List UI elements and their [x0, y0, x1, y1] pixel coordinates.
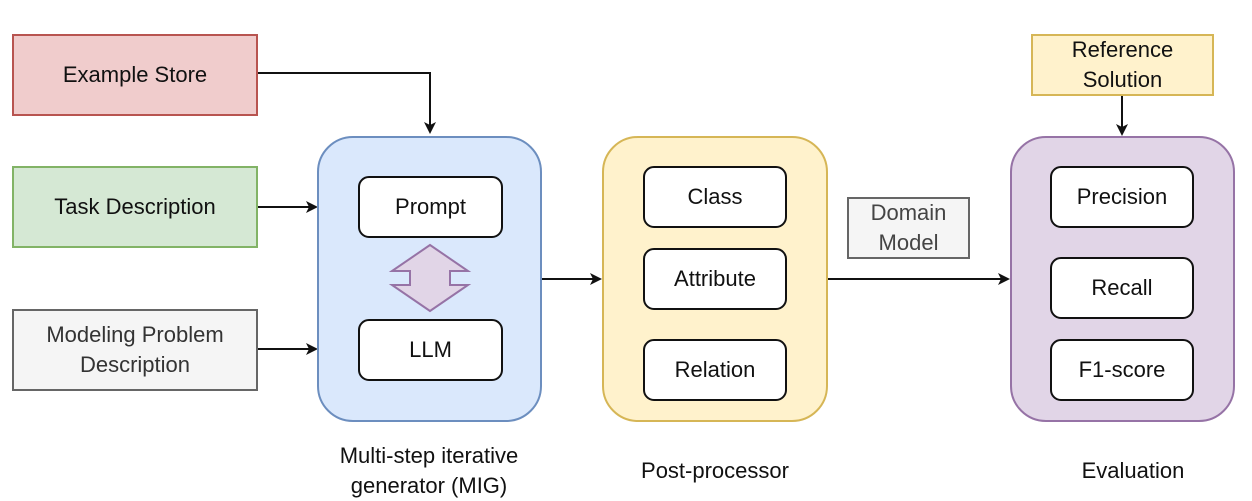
task-description-box: Task Description	[12, 166, 258, 248]
relation-box: Relation	[643, 339, 787, 401]
attribute-box: Attribute	[643, 248, 787, 310]
relation-label: Relation	[674, 357, 756, 382]
precision-box: Precision	[1050, 166, 1194, 228]
mig-caption: Multi-step iterative generator (MIG)	[339, 443, 519, 498]
evaluation-caption: Evaluation	[1081, 458, 1185, 483]
example-store-arrow	[258, 72, 436, 134]
f1-score-label: F1-score	[1078, 357, 1166, 382]
reference-solution-box: Reference Solution	[1031, 34, 1214, 96]
prompt-label: Prompt	[395, 194, 466, 219]
modeling-problem-label: Modeling Problem Description	[46, 322, 224, 377]
precision-label: Precision	[1076, 184, 1168, 209]
example-store-label: Example Store	[62, 62, 208, 87]
attribute-label: Attribute	[674, 266, 756, 291]
f1-score-box: F1-score	[1050, 339, 1194, 401]
prompt-box: Prompt	[358, 176, 503, 238]
class-label: Class	[687, 184, 743, 209]
recall-label: Recall	[1091, 275, 1153, 300]
modeling-problem-box: Modeling Problem Description	[12, 309, 258, 391]
bidirectional-arrow-icon	[388, 243, 472, 313]
domain-model-label: Domain Model	[847, 197, 970, 259]
reference-solution-label: Reference Solution	[1071, 37, 1174, 92]
example-store-box: Example Store	[12, 34, 258, 116]
task-description-label: Task Description	[54, 194, 216, 219]
class-box: Class	[643, 166, 787, 228]
recall-box: Recall	[1050, 257, 1194, 319]
llm-box: LLM	[358, 319, 503, 381]
post-processor-caption: Post-processor	[641, 458, 789, 483]
llm-label: LLM	[409, 337, 452, 362]
